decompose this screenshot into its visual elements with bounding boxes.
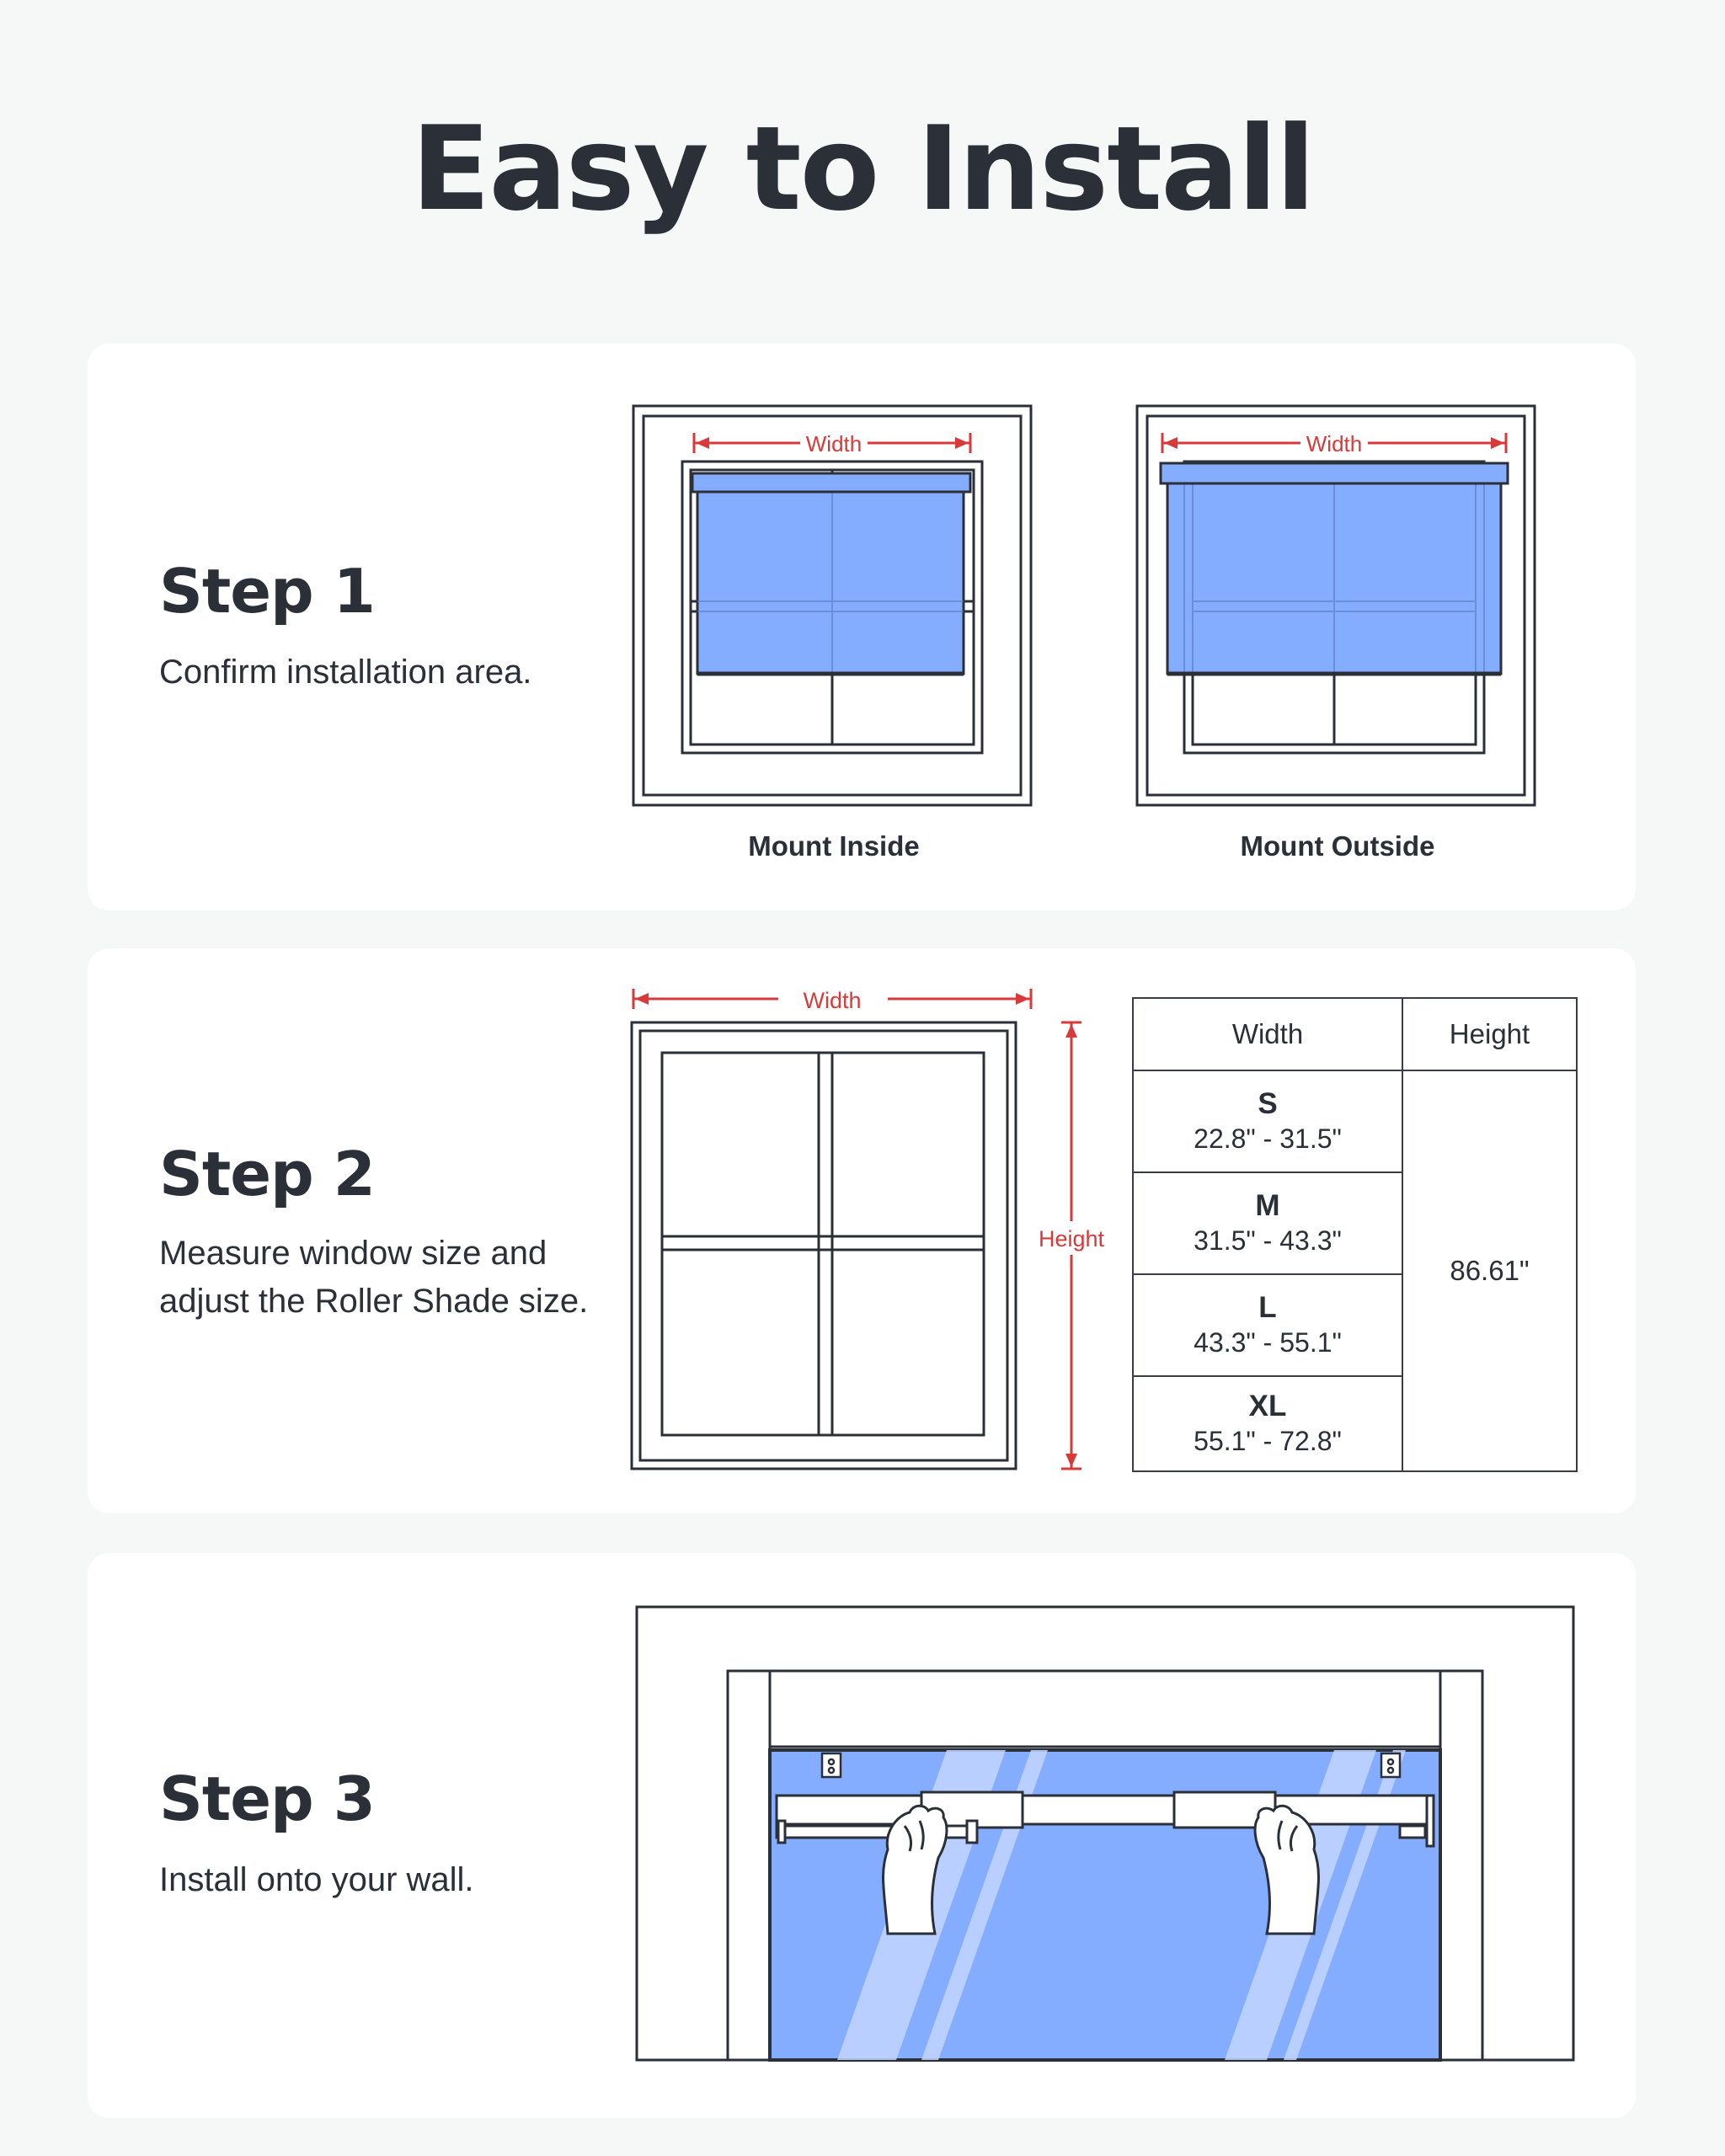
roller-shade-panel xyxy=(696,485,965,675)
step-2-description: Measure window size and adjust the Rolle… xyxy=(159,1230,588,1326)
size-range: 31.5" - 43.3" xyxy=(1194,1225,1342,1256)
shade-cassette xyxy=(1159,462,1509,485)
table-header-row: Width Height xyxy=(1132,997,1578,1071)
table-cell-size: S 22.8" - 31.5" xyxy=(1132,1070,1403,1173)
step-2-description-line-1: Measure window size and xyxy=(159,1235,547,1272)
window-measure-diagram: Width Height xyxy=(630,984,1115,1470)
mount-outside-caption: Mount Outside xyxy=(1240,830,1435,862)
width-label: Width xyxy=(1306,431,1362,456)
height-label: Height xyxy=(1039,1226,1105,1251)
size-name: L xyxy=(1258,1290,1277,1324)
step-1-description: Confirm installation area. xyxy=(159,648,531,696)
step-1-title: Step 1 xyxy=(159,556,376,627)
size-name: XL xyxy=(1248,1389,1287,1422)
width-label: Width xyxy=(803,988,861,1013)
table-row: XL 55.1" - 72.8" xyxy=(1132,1375,1577,1472)
table-row: M 31.5" - 43.3" xyxy=(1132,1171,1577,1275)
mount-inside-caption: Mount Inside xyxy=(748,830,920,862)
size-range: 43.3" - 55.1" xyxy=(1194,1326,1342,1358)
mount-outside-diagram: Width xyxy=(1135,404,1536,807)
table-cell-size: L 43.3" - 55.1" xyxy=(1132,1273,1403,1377)
table-cell-size: XL 55.1" - 72.8" xyxy=(1132,1375,1403,1472)
page-title: Easy to Install xyxy=(411,101,1316,237)
step-3-title: Step 3 xyxy=(159,1764,376,1834)
size-name: S xyxy=(1258,1086,1278,1120)
shade-cassette xyxy=(691,472,972,494)
step-2-description-line-2: adjust the Roller Shade size. xyxy=(159,1283,589,1320)
width-label: Width xyxy=(806,431,862,456)
table-row: S 22.8" - 31.5" 86.61" xyxy=(1132,1070,1578,1472)
mount-inside-diagram: Width xyxy=(632,404,1033,807)
step-1-description-line: Confirm installation area. xyxy=(159,654,532,691)
install-illustration xyxy=(635,1605,1575,2062)
size-range: 22.8" - 31.5" xyxy=(1194,1123,1342,1154)
step-3-card: Step 3 Install onto your wall. xyxy=(88,1553,1636,2118)
step-2-card: Step 2 Measure window size and adjust th… xyxy=(88,948,1636,1513)
table-cell-size: M 31.5" - 43.3" xyxy=(1132,1171,1403,1275)
size-name: M xyxy=(1255,1188,1280,1222)
roller-tube xyxy=(775,1790,1435,1848)
table-header-height: Height xyxy=(1402,997,1578,1071)
step-2-title: Step 2 xyxy=(159,1139,376,1209)
table-row: L 43.3" - 55.1" xyxy=(1132,1273,1577,1377)
right-hand-icon xyxy=(1253,1804,1320,1935)
size-range: 55.1" - 72.8" xyxy=(1194,1425,1342,1456)
step-1-card: Step 1 Confirm installation area. xyxy=(88,344,1636,910)
table-header-width: Width xyxy=(1132,997,1403,1071)
step-3-description: Install onto your wall. xyxy=(159,1856,474,1904)
size-chart-table: Width Height S 22.8" - 31.5" 86.61" M 31… xyxy=(1132,997,1578,1472)
step-3-description-line: Install onto your wall. xyxy=(159,1861,474,1898)
table-cell-height-value: 86.61" xyxy=(1402,1070,1578,1472)
left-hand-icon xyxy=(882,1804,948,1935)
